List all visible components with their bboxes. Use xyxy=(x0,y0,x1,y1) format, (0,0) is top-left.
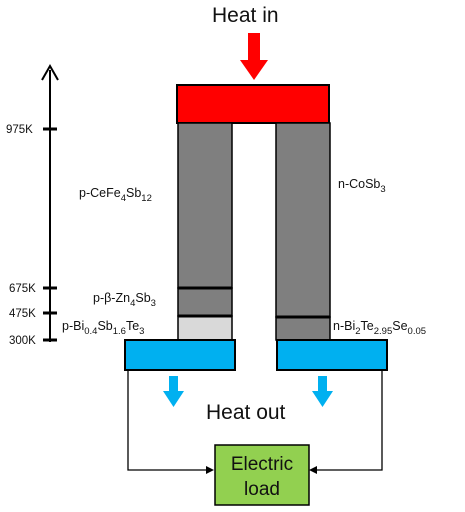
p-leg-segment-bisbte xyxy=(177,315,233,341)
heat-in-arrow xyxy=(240,33,268,80)
n-leg-segment-bitese xyxy=(275,316,331,341)
n-leg-label-bitese: n-Bi2Te2.95Se0.05 xyxy=(333,319,426,337)
p-leg-label-cefesb: p-CeFe4Sb12 xyxy=(79,186,152,204)
electric-load-label-line2: load xyxy=(244,479,280,500)
cold-plate-right xyxy=(276,339,388,371)
circuit-wires xyxy=(127,370,383,474)
tick-label-300k: 300K xyxy=(9,335,36,347)
electric-load-box xyxy=(214,444,310,506)
p-leg-segment-cefesb xyxy=(177,122,233,289)
n-leg-segment-cosb xyxy=(275,122,331,318)
heat-out-label: Heat out xyxy=(206,401,286,424)
tick-label-475k: 475K xyxy=(9,308,36,320)
tick-label-675k: 675K xyxy=(9,283,36,295)
p-leg-label-bisbte: p-Bi0.4Sb1.6Te3 xyxy=(62,319,144,337)
p-leg xyxy=(177,122,233,341)
hot-plate xyxy=(176,84,330,124)
heat-out-arrow-right xyxy=(312,376,333,407)
temperature-axis xyxy=(41,63,59,342)
p-leg-label-znsb: p-β-Zn4Sb3 xyxy=(93,291,156,309)
p-leg-segment-znsb xyxy=(177,287,233,317)
electric-load-label-line1: Electric xyxy=(231,454,293,475)
tick-label-975k: 975K xyxy=(6,124,33,136)
cold-plate-left xyxy=(124,339,236,371)
heat-out-arrow-left xyxy=(163,376,184,407)
n-leg-label-cosb: n-CoSb3 xyxy=(338,177,386,195)
n-leg xyxy=(275,122,331,341)
heat-in-label: Heat in xyxy=(212,4,279,27)
